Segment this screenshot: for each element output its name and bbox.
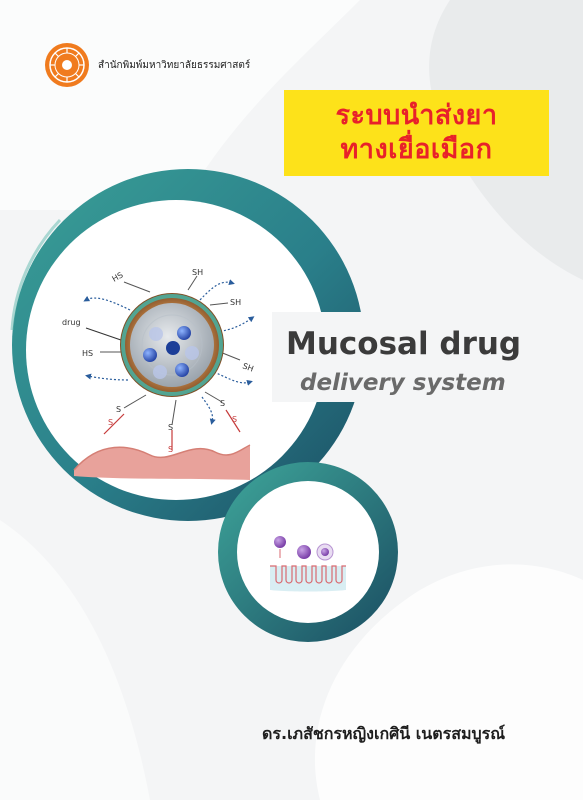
thiol-label: SH: [241, 361, 255, 373]
sulfur-label: S: [220, 399, 225, 408]
sulfur-label: S: [168, 445, 173, 454]
sulfur-label: S: [232, 415, 237, 424]
sulfur-label: S: [116, 405, 121, 414]
thai-title-line-2: ทางเยื่อเมือก: [340, 134, 493, 165]
thiol-label: HS: [82, 349, 93, 358]
thai-title-line-1: ระบบนำส่งยา: [335, 100, 498, 131]
thai-title-box: ระบบนำส่งยา ทางเยื่อเมือก: [284, 90, 549, 176]
sulfur-label: S: [108, 418, 113, 427]
thiol-label: SH: [192, 268, 203, 277]
sulfur-label: S: [168, 423, 173, 432]
author-name: ดร.เภสัชกรหญิงเกศินี เนตรสมบูรณ์: [262, 724, 506, 743]
drug-molecules: [143, 326, 199, 379]
publisher-name: สำนักพิมพ์มหาวิทยาลัยธรรมศาสตร์: [98, 59, 251, 71]
thiol-label: SH: [230, 298, 241, 307]
english-subtitle: delivery system: [300, 370, 506, 396]
publisher: สำนักพิมพ์มหาวิทยาลัยธรรมศาสตร์: [44, 42, 250, 88]
university-seal-icon: [45, 43, 89, 87]
drug-label: drug: [62, 318, 81, 327]
villi-illustration: [270, 536, 346, 592]
english-title: Mucosal drug: [286, 326, 522, 362]
